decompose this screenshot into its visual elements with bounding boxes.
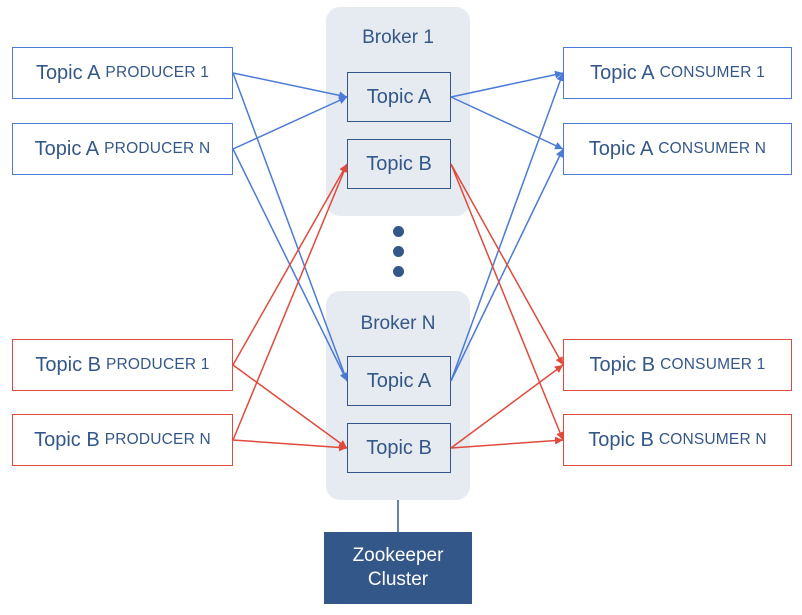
arrow-producer-b-1-to-brokerN-topic-b	[232, 364, 348, 449]
consumer-role-label: CONSUMER 1	[660, 356, 766, 373]
zookeeper-line2: Cluster	[367, 569, 429, 590]
arrow-broker1-topic-b-to-consumer-b-1	[450, 163, 564, 366]
broker1-topic-a[interactable]: Topic A	[347, 72, 451, 122]
consumer-topic-label: Topic B	[588, 428, 654, 451]
brokerN-topic-b[interactable]: Topic B	[347, 423, 451, 473]
producer-a-n[interactable]: Topic A PRODUCER N	[12, 123, 233, 175]
producer-b-1[interactable]: Topic B PRODUCER 1	[12, 339, 233, 391]
consumer-b-n[interactable]: Topic B CONSUMER N	[563, 414, 792, 466]
consumer-role-label: CONSUMER 1	[659, 64, 765, 81]
arrow-broker1-topic-a-to-consumer-a-1	[450, 70, 564, 98]
arrow-producer-b-n-to-brokerN-topic-b	[232, 439, 348, 452]
broker-n-title: Broker N	[360, 313, 436, 334]
zookeeper-cluster[interactable]: Zookeeper Cluster	[324, 532, 472, 604]
arrow-producer-a-1-to-brokerN-topic-a	[232, 72, 348, 382]
broker-1: Broker 1	[326, 7, 470, 216]
arrow-producer-b-n-to-broker1-topic-b	[232, 163, 348, 441]
producer-b-n[interactable]: Topic B PRODUCER N	[12, 414, 233, 466]
consumer-role-label: CONSUMER N	[658, 140, 767, 157]
consumer-b-1[interactable]: Topic B CONSUMER 1	[563, 339, 792, 391]
ellipsis-dot	[393, 246, 404, 257]
producer-topic-label: Topic A	[34, 137, 100, 160]
broker-1-title: Broker 1	[362, 27, 434, 48]
arrow-producer-a-n-to-broker1-topic-a	[232, 96, 348, 150]
producer-topic-label: Topic B	[35, 353, 101, 376]
consumer-a-n[interactable]: Topic A CONSUMER N	[563, 123, 792, 175]
arrow-brokerN-topic-a-to-consumer-a-1	[450, 72, 565, 382]
consumer-topic-label: Topic A	[588, 137, 654, 160]
consumer-role-label: CONSUMER N	[658, 431, 767, 448]
producer-role-label: PRODUCER N	[104, 140, 211, 157]
arrow-brokerN-topic-b-to-consumer-b-1	[450, 364, 564, 449]
producer-role-label: PRODUCER 1	[105, 64, 210, 81]
producer-a-1[interactable]: Topic A PRODUCER 1	[12, 47, 233, 99]
arrow-broker1-topic-b-to-consumer-b-n	[450, 163, 564, 441]
broker-n: Broker N	[326, 291, 470, 500]
consumer-topic-label: Topic A	[590, 61, 655, 84]
arrow-producer-b-1-to-broker1-topic-b	[232, 163, 348, 366]
producer-topic-label: Topic B	[34, 428, 100, 451]
arrow-producer-a-1-to-broker1-topic-a	[232, 72, 348, 100]
producer-role-label: PRODUCER 1	[105, 356, 210, 373]
consumer-topic-label: Topic B	[589, 353, 656, 376]
arrow-brokerN-topic-b-to-consumer-b-n	[450, 436, 564, 449]
consumer-a-1[interactable]: Topic A CONSUMER 1	[563, 47, 792, 99]
producer-topic-label: Topic A	[35, 61, 101, 84]
ellipsis-dot	[393, 266, 404, 277]
zookeeper-line1: Zookeeper	[352, 545, 444, 566]
brokerN-topic-a[interactable]: Topic A	[347, 356, 451, 406]
arrow-broker1-topic-a-to-consumer-a-n	[450, 96, 564, 150]
producer-role-label: PRODUCER N	[104, 431, 211, 448]
ellipsis-dot	[393, 226, 404, 237]
